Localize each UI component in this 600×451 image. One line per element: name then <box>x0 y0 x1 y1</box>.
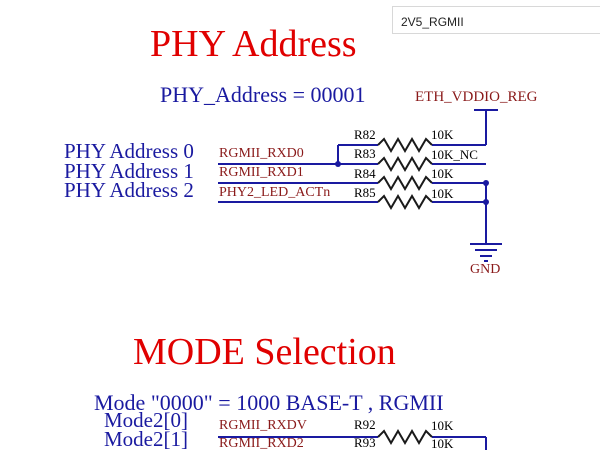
resistor-ref-r92: R92 <box>354 417 376 432</box>
phy-address-subtitle: PHY_Address = 00001 <box>160 82 366 107</box>
mode2-0-label: Mode2[0] <box>104 408 188 432</box>
net-label-rgmii-rxd0: RGMII_RXD0 <box>219 146 304 161</box>
net-label-rgmii-rxd1: RGMII_RXD1 <box>219 165 304 180</box>
phy-address-2-label: PHY Address 2 <box>64 178 194 202</box>
resistor-ref-r84: R84 <box>354 166 376 181</box>
resistor-r92-symbol <box>377 429 433 445</box>
junction-dot-r85-right <box>483 199 489 205</box>
resistor-r82-symbol <box>377 137 433 153</box>
resistor-value-r92: 10K <box>431 418 454 433</box>
resistor-value-r83: 10K_NC <box>431 147 478 162</box>
schematic-tab-label: 2V5_RGMII <box>401 15 464 29</box>
resistor-value-r84: 10K <box>431 166 454 181</box>
power-net-label: ETH_VDDIO_REG <box>415 89 538 105</box>
junction-dot-r84-right <box>483 180 489 186</box>
phy-address-1-label: PHY Address 1 <box>64 159 194 183</box>
resistor-value-r93: 10K <box>431 436 454 451</box>
junction-dot-r83-left <box>335 161 341 167</box>
ground-symbol <box>470 243 502 262</box>
net-label-rgmii-rxdv: RGMII_RXDV <box>219 418 307 433</box>
schematic-tab[interactable]: 2V5_RGMII <box>392 6 600 34</box>
phy-address-title: PHY Address <box>150 23 357 65</box>
net-label-rgmii-rxd2: RGMII_RXD2 <box>219 436 304 451</box>
mode2-1-label: Mode2[1] <box>104 427 188 451</box>
resistor-ref-r93: R93 <box>354 435 376 450</box>
resistor-ref-r83: R83 <box>354 146 376 161</box>
resistor-ref-r85: R85 <box>354 185 376 200</box>
mode-selection-title: MODE Selection <box>133 331 396 373</box>
resistor-value-r82: 10K <box>431 127 454 142</box>
mode-selection-subtitle: Mode "0000" = 1000 BASE-T , RGMII <box>94 390 444 415</box>
ground-net-label: GND <box>470 262 501 277</box>
resistor-r85-symbol <box>377 194 433 210</box>
resistor-r83-symbol <box>377 156 433 172</box>
resistor-value-r85: 10K <box>431 186 454 201</box>
resistor-ref-r82: R82 <box>354 127 376 142</box>
phy-address-0-label: PHY Address 0 <box>64 139 194 163</box>
resistor-r84-symbol <box>377 175 433 191</box>
net-label-phy2-led-actn: PHY2_LED_ACTn <box>219 185 331 200</box>
